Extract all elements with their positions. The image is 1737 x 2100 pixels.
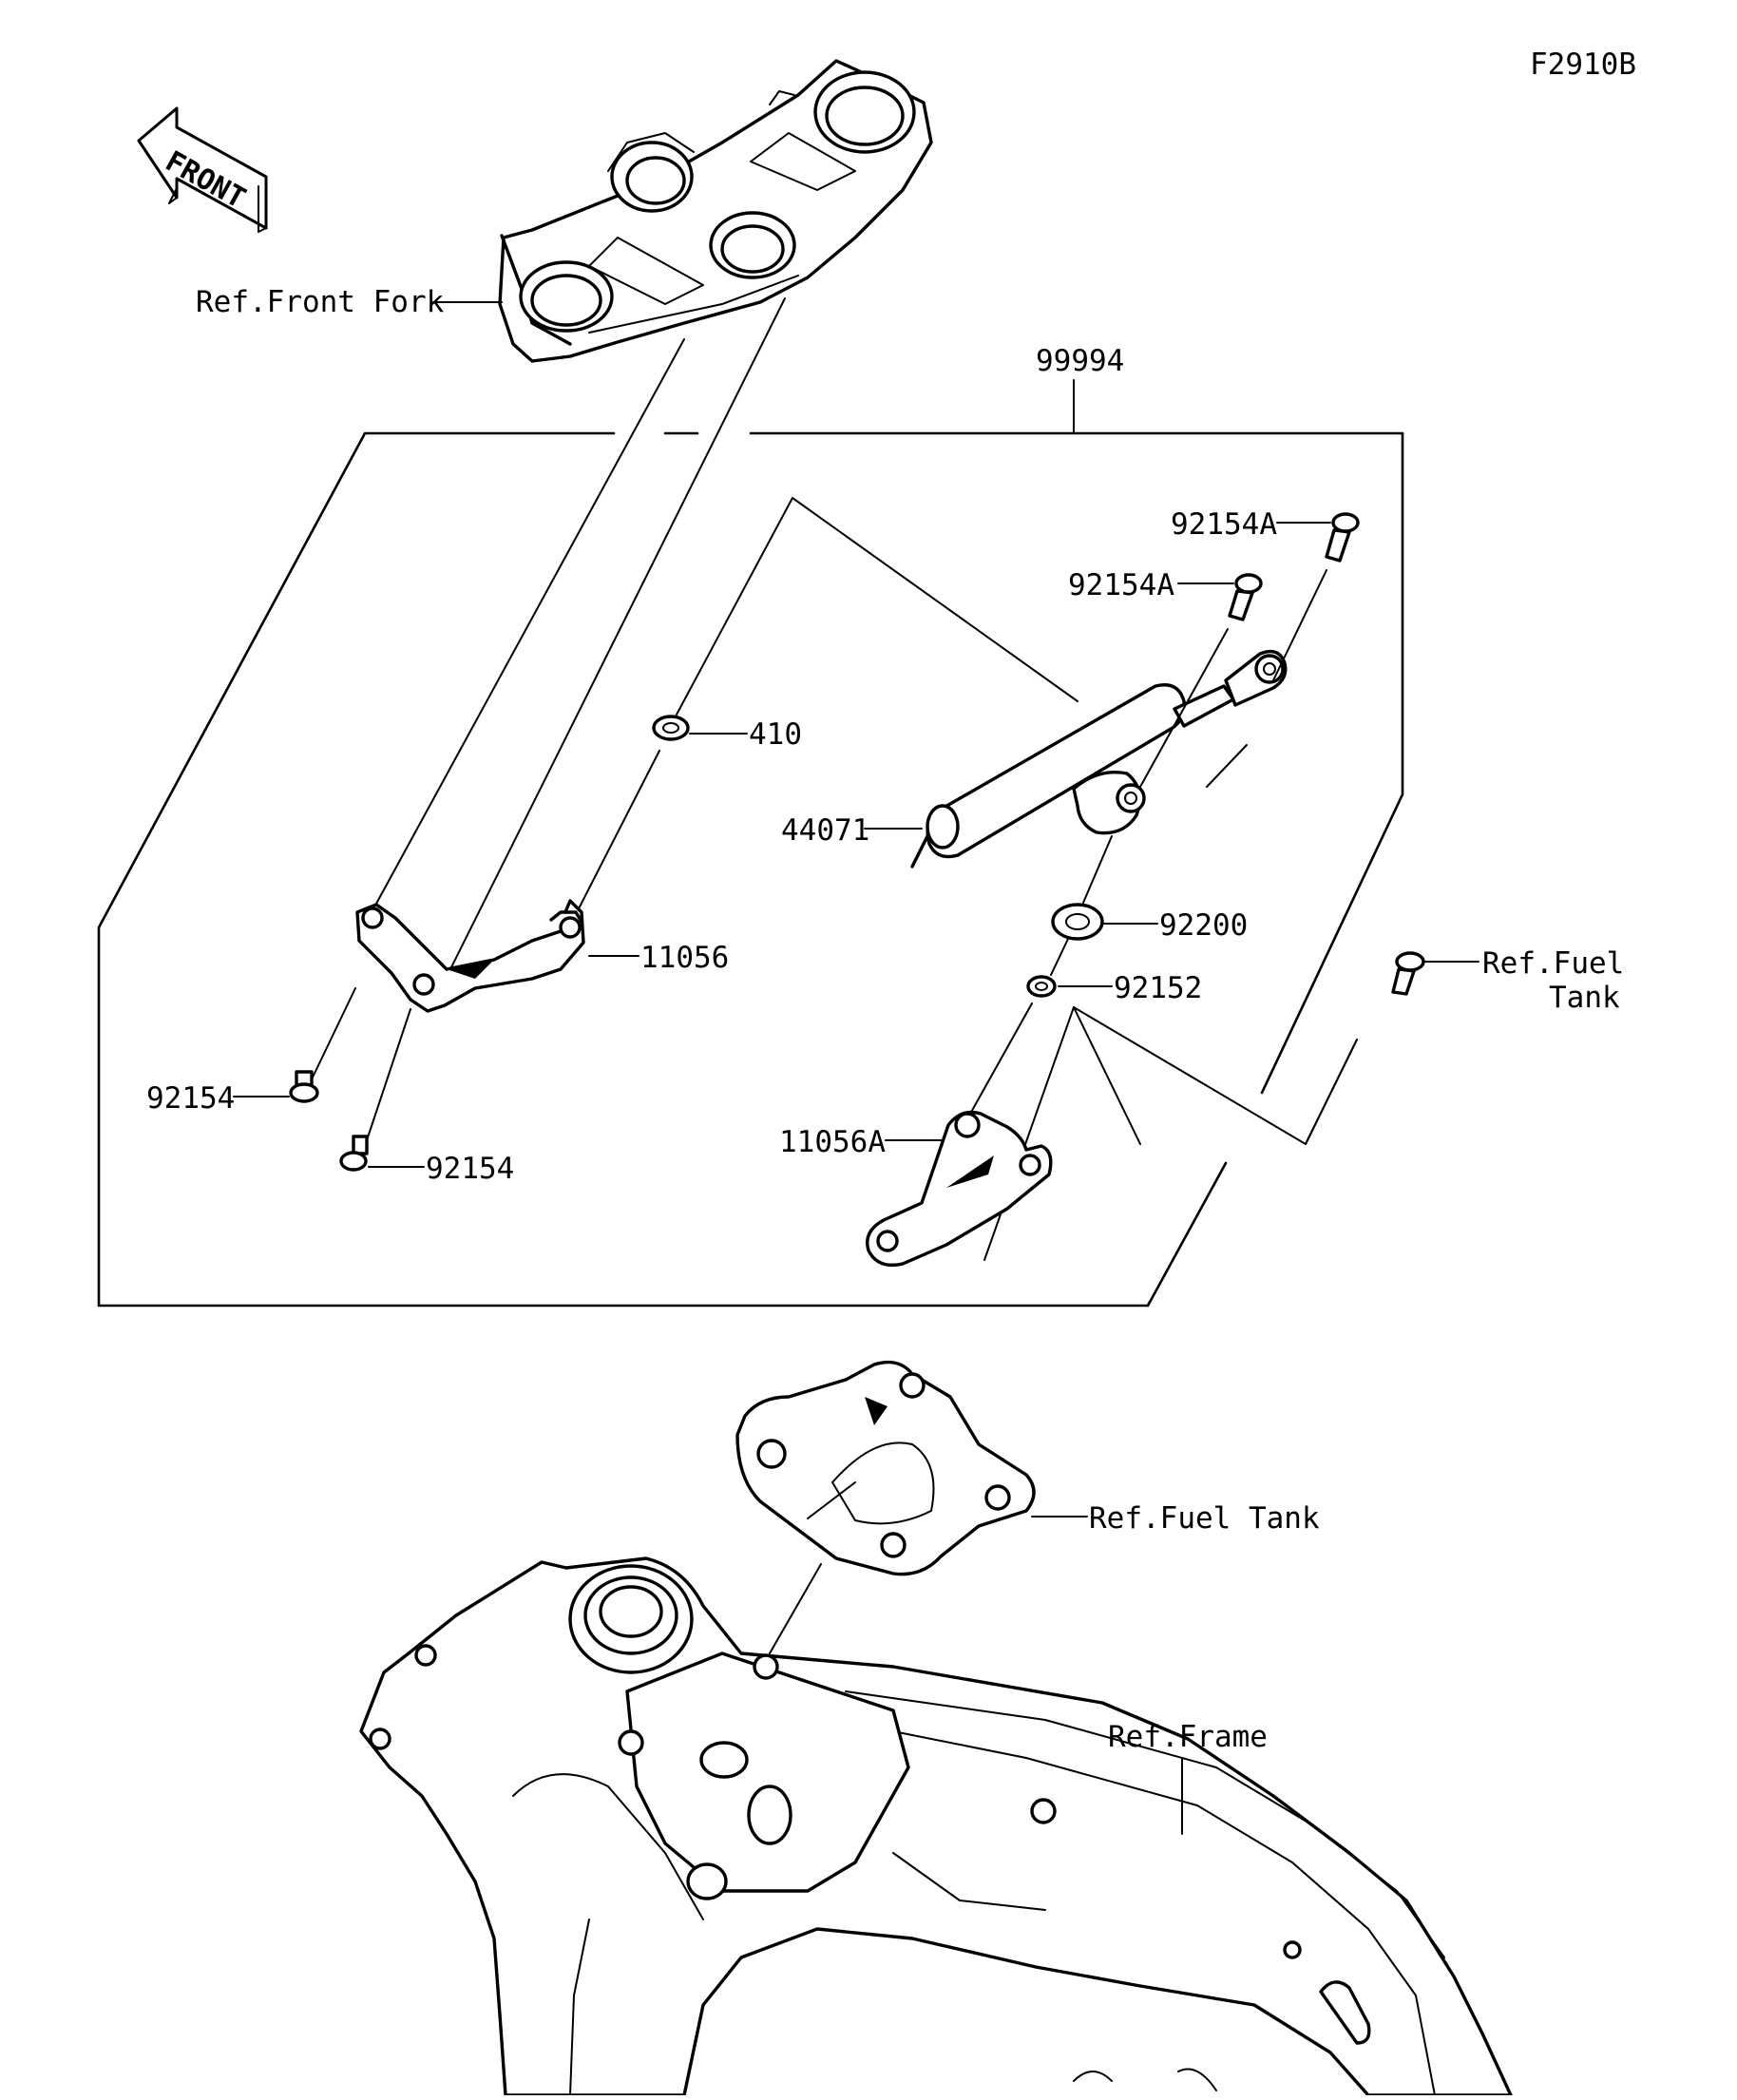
callout-11056: 11056 [640, 941, 729, 975]
part-92152-collar [1026, 975, 1057, 998]
callout-92154-left: 92154 [146, 1081, 235, 1116]
part-44071-damper [910, 649, 1288, 869]
part-92200-washer [1051, 903, 1104, 941]
callout-11056A: 11056A [779, 1125, 886, 1159]
frame [359, 1556, 1513, 2097]
part-92154A-bolt-upper [1325, 512, 1360, 563]
callout-92152: 92152 [1114, 971, 1202, 1005]
callout-92200: 92200 [1159, 908, 1248, 943]
fuel-tank-bolt [1391, 951, 1425, 996]
fuel-tank-mount [735, 1360, 1036, 1576]
part-92154A-bolt-lower [1228, 573, 1263, 621]
callout-ref-fuel-tank: Ref.Fuel [1482, 946, 1624, 981]
figure-code: F2910B [1530, 48, 1636, 82]
part-11056-bracket [355, 899, 585, 1013]
front-arrow-icon: FRONT [137, 106, 268, 233]
callout-ref-fuel-tank-mount: Ref.Fuel Tank [1089, 1501, 1320, 1536]
callout-92154-lower: 92154 [426, 1152, 514, 1186]
triple-clamp [498, 59, 933, 363]
callout-92154A-upper: 92154A [1171, 507, 1277, 542]
callout-ref-frame: Ref.Frame [1108, 1720, 1268, 1754]
callout-44071: 44071 [781, 813, 869, 848]
part-92154-bolt-lower [339, 1135, 369, 1172]
callout-ref-front-fork: Ref.Front Fork [196, 285, 445, 319]
callout-410: 410 [749, 717, 802, 752]
part-92154-bolt-left [289, 1070, 319, 1103]
part-11056A-bracket [866, 1110, 1053, 1268]
part-410 [652, 715, 690, 741]
callout-kit: 99994 [1036, 344, 1124, 378]
callout-92154A-lower: 92154A [1068, 568, 1174, 602]
callout-ref-fuel-tank-line2: Tank [1549, 981, 1620, 1015]
